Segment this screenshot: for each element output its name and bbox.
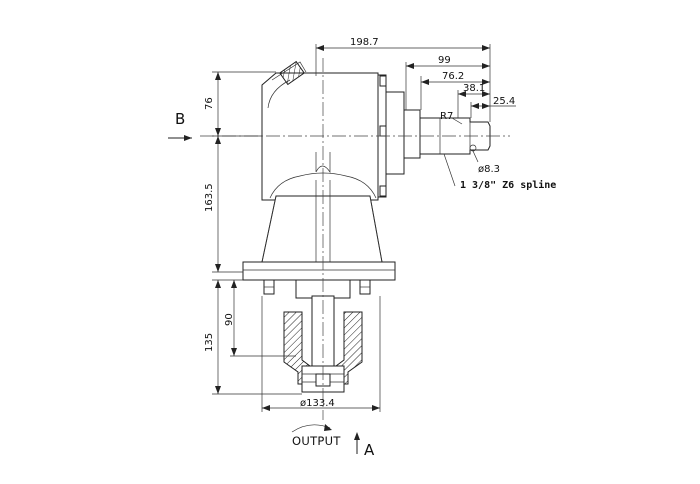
bottom-flange — [242, 261, 396, 281]
dim-90: 90 — [224, 313, 235, 326]
dim-163-5: 163.5 — [204, 183, 215, 212]
dim-135: 135 — [204, 333, 215, 352]
dim-99: 99 — [438, 55, 451, 66]
gearbox-body — [242, 60, 396, 299]
flange-bolt-3 — [379, 185, 387, 197]
spline-note: 1 3/8" Z6 spline — [460, 179, 556, 191]
output-marker: OUTPUT A — [291, 424, 375, 459]
top-dimensions: 198.7 99 76.2 38.1 25.4 R7 ø8.3 1 3/8" Z… — [315, 37, 556, 191]
dim-25-4: 25.4 — [493, 96, 515, 107]
upper-housing — [261, 72, 379, 201]
input-seal — [403, 109, 421, 159]
dim-76: 76 — [204, 97, 215, 110]
dim-r7: R7 — [440, 111, 453, 122]
output-label: OUTPUT — [292, 434, 341, 448]
dim-198-7: 198.7 — [350, 37, 379, 48]
dim-phi-8-3: ø8.3 — [478, 164, 500, 175]
view-b-label: B — [175, 110, 185, 128]
lower-housing — [261, 195, 383, 263]
dim-phi-133-4: ø133.4 — [300, 398, 335, 409]
view-a-label: A — [364, 441, 375, 459]
bottom-dimension: ø133.4 — [261, 296, 381, 412]
dim-38-1: 38.1 — [463, 83, 485, 94]
flange-bolt-1 — [379, 75, 387, 87]
view-b-marker: B — [168, 110, 192, 141]
input-bearing-cap — [385, 91, 405, 175]
dim-76-2: 76.2 — [442, 71, 464, 82]
filler-plug — [279, 60, 305, 86]
left-dimensions: 76 163.5 135 90 — [204, 71, 302, 395]
flange-bolt-2 — [379, 125, 387, 137]
